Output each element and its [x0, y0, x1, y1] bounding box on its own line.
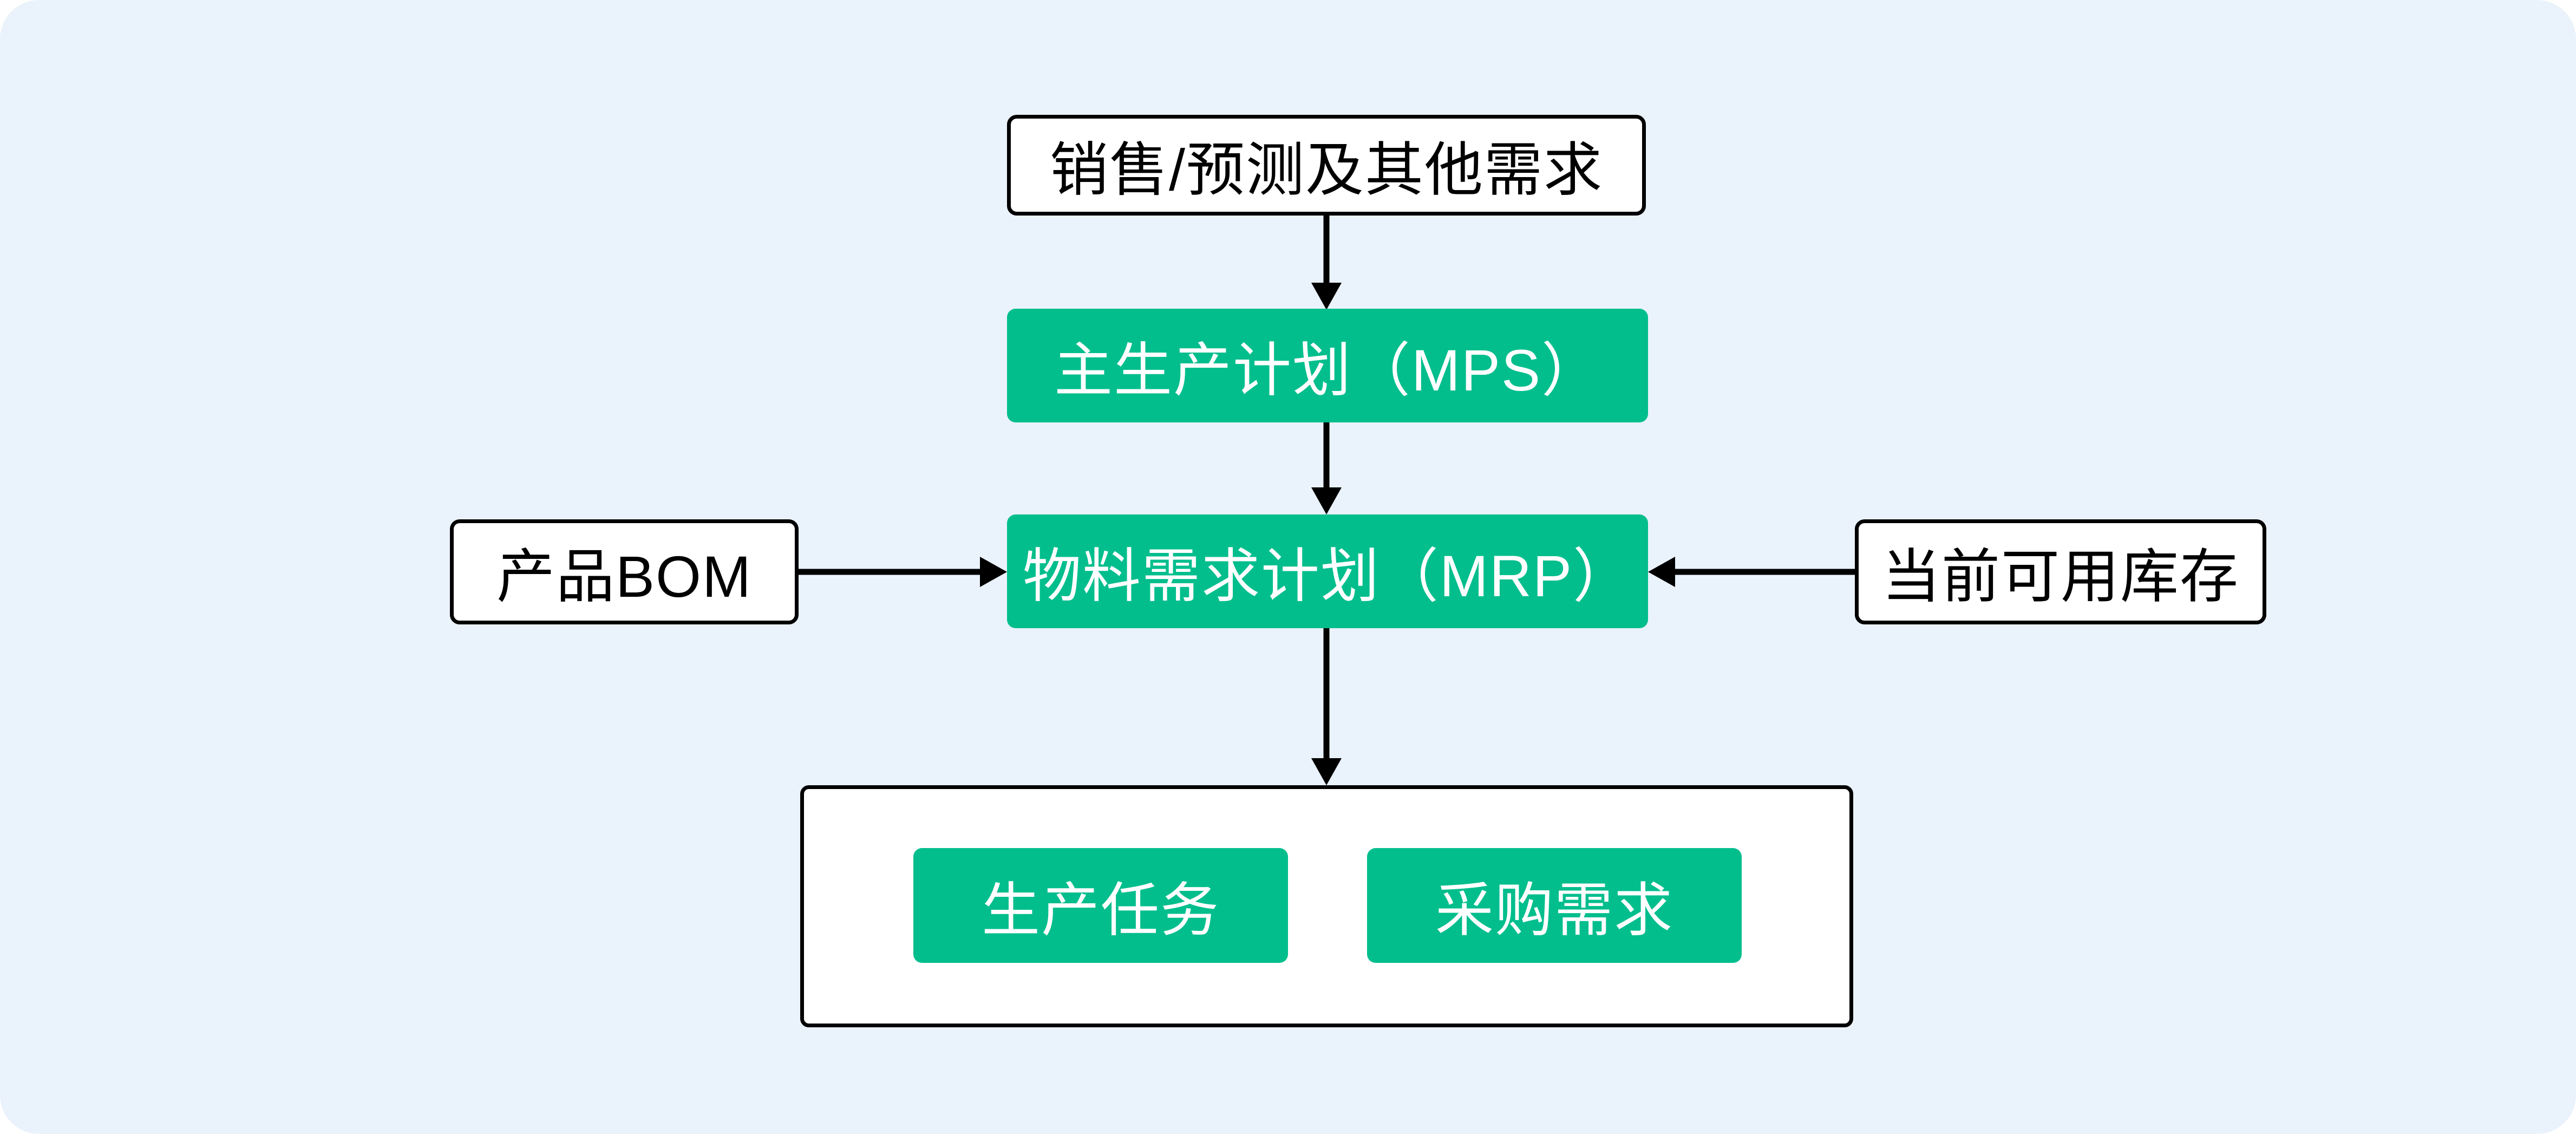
- arrow-mrp-to-outputs: [1311, 628, 1342, 785]
- node-available-inventory-label: 当前可用库存: [1881, 544, 2239, 609]
- node-available-inventory: 当前可用库存: [1855, 519, 2266, 624]
- node-production-tasks: 生产任务: [913, 848, 1288, 963]
- node-sales-forecast-demand-label: 销售/预测及其他需求: [1049, 137, 1603, 203]
- node-material-requirements-planning: 物料需求计划（MRP）: [1007, 514, 1648, 628]
- arrow-bom-to-mrp: [799, 557, 1007, 587]
- arrow-mps-to-mrp: [1311, 422, 1342, 514]
- node-purchase-requirements: 采购需求: [1367, 848, 1742, 963]
- arrow-inventory-to-mrp: [1648, 557, 1855, 587]
- node-master-production-schedule: 主生产计划（MPS）: [1007, 309, 1648, 422]
- node-production-tasks-label: 生产任务: [981, 877, 1220, 943]
- node-master-production-schedule-label: 主生产计划（MPS）: [1054, 337, 1601, 403]
- node-purchase-requirements-label: 采购需求: [1435, 877, 1673, 943]
- node-product-bom-label: 产品BOM: [496, 544, 752, 609]
- node-material-requirements-planning-label: 物料需求计划（MRP）: [1023, 543, 1632, 609]
- arrow-sales-to-mps: [1311, 216, 1342, 310]
- node-product-bom: 产品BOM: [450, 519, 799, 624]
- node-sales-forecast-demand: 销售/预测及其他需求: [1007, 115, 1646, 216]
